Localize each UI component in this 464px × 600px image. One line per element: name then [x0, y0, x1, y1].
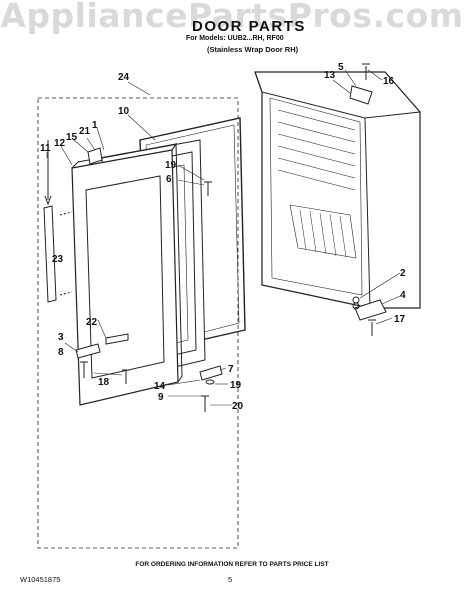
top-hinge	[349, 85, 373, 105]
upper-bracket	[87, 147, 103, 165]
callout-13: 13	[324, 70, 336, 81]
watermark: AppliancePartsPros.com	[0, 0, 464, 35]
callout-20: 20	[232, 401, 244, 412]
lower-hinge	[75, 343, 101, 359]
callout-1: 1	[92, 120, 98, 131]
callout-19a: 19	[165, 160, 177, 171]
screw-17	[368, 319, 376, 336]
callout-23: 23	[52, 254, 64, 265]
label-plate	[105, 333, 129, 345]
page-number: 5	[228, 575, 233, 584]
callout-11: 11	[40, 143, 51, 154]
screw-6	[204, 181, 212, 196]
callout-5: 5	[338, 62, 344, 73]
callout-24: 24	[118, 72, 130, 83]
callout-9: 9	[158, 392, 164, 403]
door-handle	[43, 205, 57, 303]
ordering-note: FOR ORDERING INFORMATION REFER TO PARTS …	[135, 561, 329, 568]
callout-8: 8	[58, 347, 64, 358]
callout-7: 7	[228, 364, 234, 375]
lower-bracket	[199, 365, 223, 381]
callout-19b: 19	[230, 380, 242, 391]
callout-22: 22	[86, 317, 98, 328]
callout-21: 21	[79, 126, 91, 137]
bottom-hinge	[354, 299, 387, 321]
models-line: For Models: UUB2...RH, RF00	[186, 35, 284, 42]
callout-6: 6	[166, 174, 172, 185]
cabinet	[254, 71, 421, 309]
callout-17: 17	[394, 314, 406, 325]
variant-line: (Stainless Wrap Door RH)	[207, 45, 299, 54]
callout-10: 10	[118, 106, 130, 117]
callout-18: 18	[98, 377, 110, 388]
callout-16: 16	[383, 76, 395, 87]
callout-4: 4	[400, 290, 406, 301]
callout-2: 2	[400, 268, 406, 279]
screw-20	[201, 395, 209, 412]
page-title: DOOR PARTS	[192, 18, 306, 35]
assembly-boundary	[37, 97, 239, 549]
callout-15: 15	[66, 132, 78, 143]
callout-12: 12	[54, 138, 66, 149]
callout-3: 3	[58, 332, 64, 343]
screw-16	[362, 63, 370, 80]
callout-14: 14	[154, 381, 166, 392]
document-id: W10451875	[20, 575, 61, 584]
